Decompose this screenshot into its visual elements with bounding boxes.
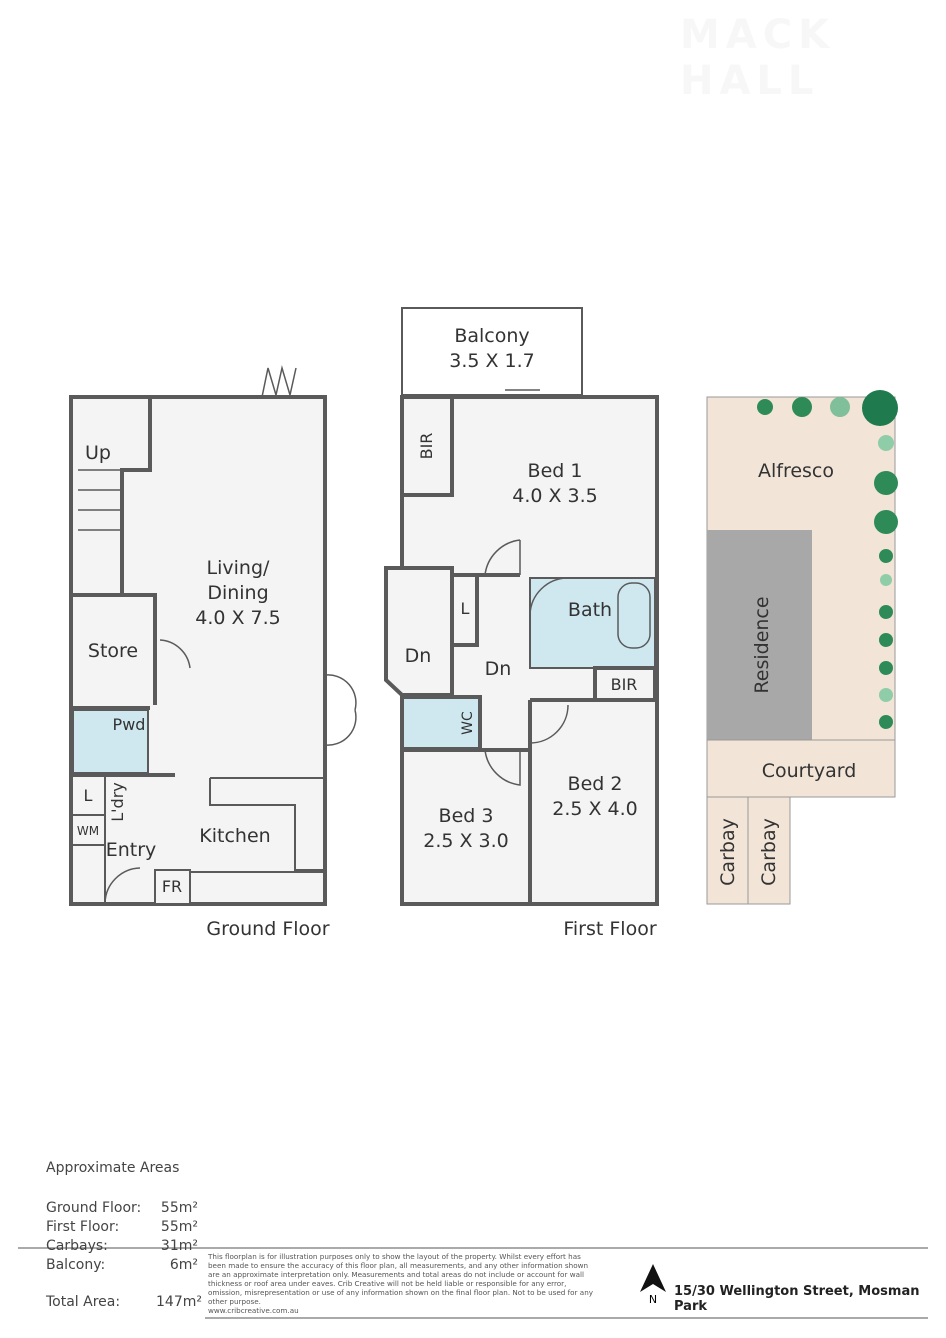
label-alfresco: Alfresco (758, 460, 834, 482)
north-arrow-icon (640, 1264, 666, 1292)
area-row: Carbays:31m² (46, 1238, 198, 1254)
label-bir-2: BIR (611, 675, 638, 694)
label-dn-1: Dn (405, 645, 432, 667)
room-labels: Up Living/ Dining 4.0 X 7.5 Store Pwd L … (77, 325, 856, 940)
label-ldry: L'dry (108, 782, 127, 822)
label-entry: Entry (106, 839, 157, 861)
area-total: Total Area:147m² (46, 1294, 202, 1310)
label-fr: FR (162, 877, 182, 896)
label-balcony-dim: 3.5 X 1.7 (449, 350, 535, 372)
label-living-dim: 4.0 X 7.5 (195, 607, 281, 629)
label-up: Up (85, 442, 111, 464)
site-plan (706, 390, 898, 905)
property-address: 15/30 Wellington Street, Mosman Park (674, 1284, 920, 1314)
label-bath: Bath (568, 599, 612, 621)
trees (757, 390, 898, 729)
label-living: Living/ (207, 557, 270, 579)
label-residence: Residence (751, 596, 773, 693)
areas-title: Approximate Areas (46, 1160, 180, 1176)
watermark-logo: MACK HALL (680, 12, 836, 104)
area-row: Balcony:6m² (46, 1257, 198, 1273)
label-courtyard: Courtyard (762, 760, 857, 782)
label-kitchen: Kitchen (199, 825, 270, 847)
label-l: L (84, 786, 93, 805)
website-link[interactable]: www.cribcreative.com.au (208, 1306, 299, 1315)
first-floor-plan (384, 307, 659, 906)
label-bed1-dim: 4.0 X 3.5 (512, 485, 598, 507)
label-bed2-dim: 2.5 X 4.0 (552, 798, 638, 820)
first-floor-caption: First Floor (563, 918, 656, 940)
ground-floor-caption: Ground Floor (206, 918, 329, 940)
label-l-first: L (461, 599, 470, 618)
label-bir-1: BIR (417, 433, 436, 460)
label-pwd: Pwd (113, 715, 146, 734)
label-store: Store (88, 640, 138, 662)
label-bed2: Bed 2 (568, 773, 623, 795)
north-label: N (649, 1293, 657, 1306)
disclaimer: This floorplan is for illustration purpo… (208, 1252, 598, 1315)
disclaimer-text: This floorplan is for illustration purpo… (208, 1252, 594, 1306)
label-balcony: Balcony (454, 325, 529, 347)
label-dn-2: Dn (485, 658, 512, 680)
label-bed3: Bed 3 (439, 805, 494, 827)
label-wc: WC (460, 711, 476, 735)
label-wm: WM (77, 824, 99, 838)
area-row: First Floor:55m² (46, 1219, 198, 1235)
label-dining: Dining (207, 582, 268, 604)
label-carbay-2: Carbay (758, 818, 780, 886)
label-carbay-1: Carbay (717, 818, 739, 886)
areas-table: Approximate Areas Ground Floor:55m² Firs… (46, 1160, 202, 1313)
ground-floor-plan (69, 365, 357, 906)
area-row: Ground Floor:55m² (46, 1200, 198, 1216)
label-bed1: Bed 1 (528, 460, 583, 482)
label-bed3-dim: 2.5 X 3.0 (423, 830, 509, 852)
